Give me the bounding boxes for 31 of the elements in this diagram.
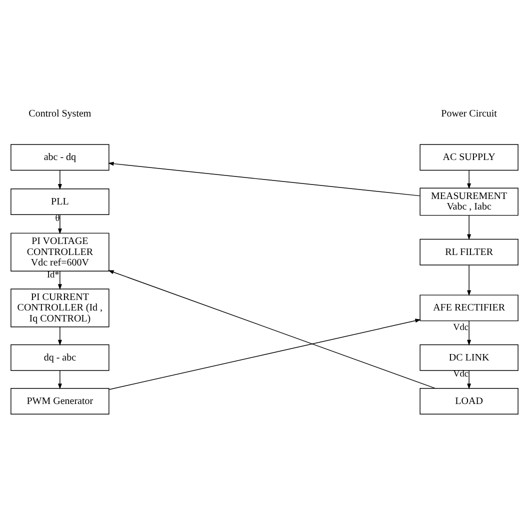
node-box: LOAD [420,388,518,414]
arrow [467,170,472,190]
arrow [58,370,62,390]
edge-label: Vdc [453,322,469,333]
arrow [108,270,436,389]
arrow [58,170,62,190]
node-box: MEASUREMENT Vabc , Iabc [420,188,518,216]
arrow [467,215,472,240]
arrow [108,162,420,196]
node-box: RL FILTER [420,238,518,266]
arrow [467,370,472,390]
node-box: AC SUPPLY [420,144,518,171]
arrow [58,326,62,346]
node-box: dq - abc [10,344,110,371]
node-box: abc - dq [10,144,110,171]
node-box: AFE RECTIFIER [420,294,518,322]
node-box: PLL [10,188,110,215]
edge-label: Vdc [453,370,469,380]
arrow [58,270,62,290]
node-box: PI CURRENT CONTROLLER (Id , Iq CONTROL) [10,288,110,328]
edge-label: Id* [46,270,60,280]
node-box: PWM Generator [10,388,110,414]
arrow [467,320,472,346]
node-box: PI VOLTAGE CONTROLLER Vdc ref=600V [10,232,110,272]
label: Power Circuit [441,108,497,120]
arrow [467,264,472,296]
arrow [108,318,421,390]
arrow [58,214,62,234]
edge-label: θ [55,214,60,224]
label: Control System [28,108,92,120]
node-box: DC LINK [420,344,518,371]
